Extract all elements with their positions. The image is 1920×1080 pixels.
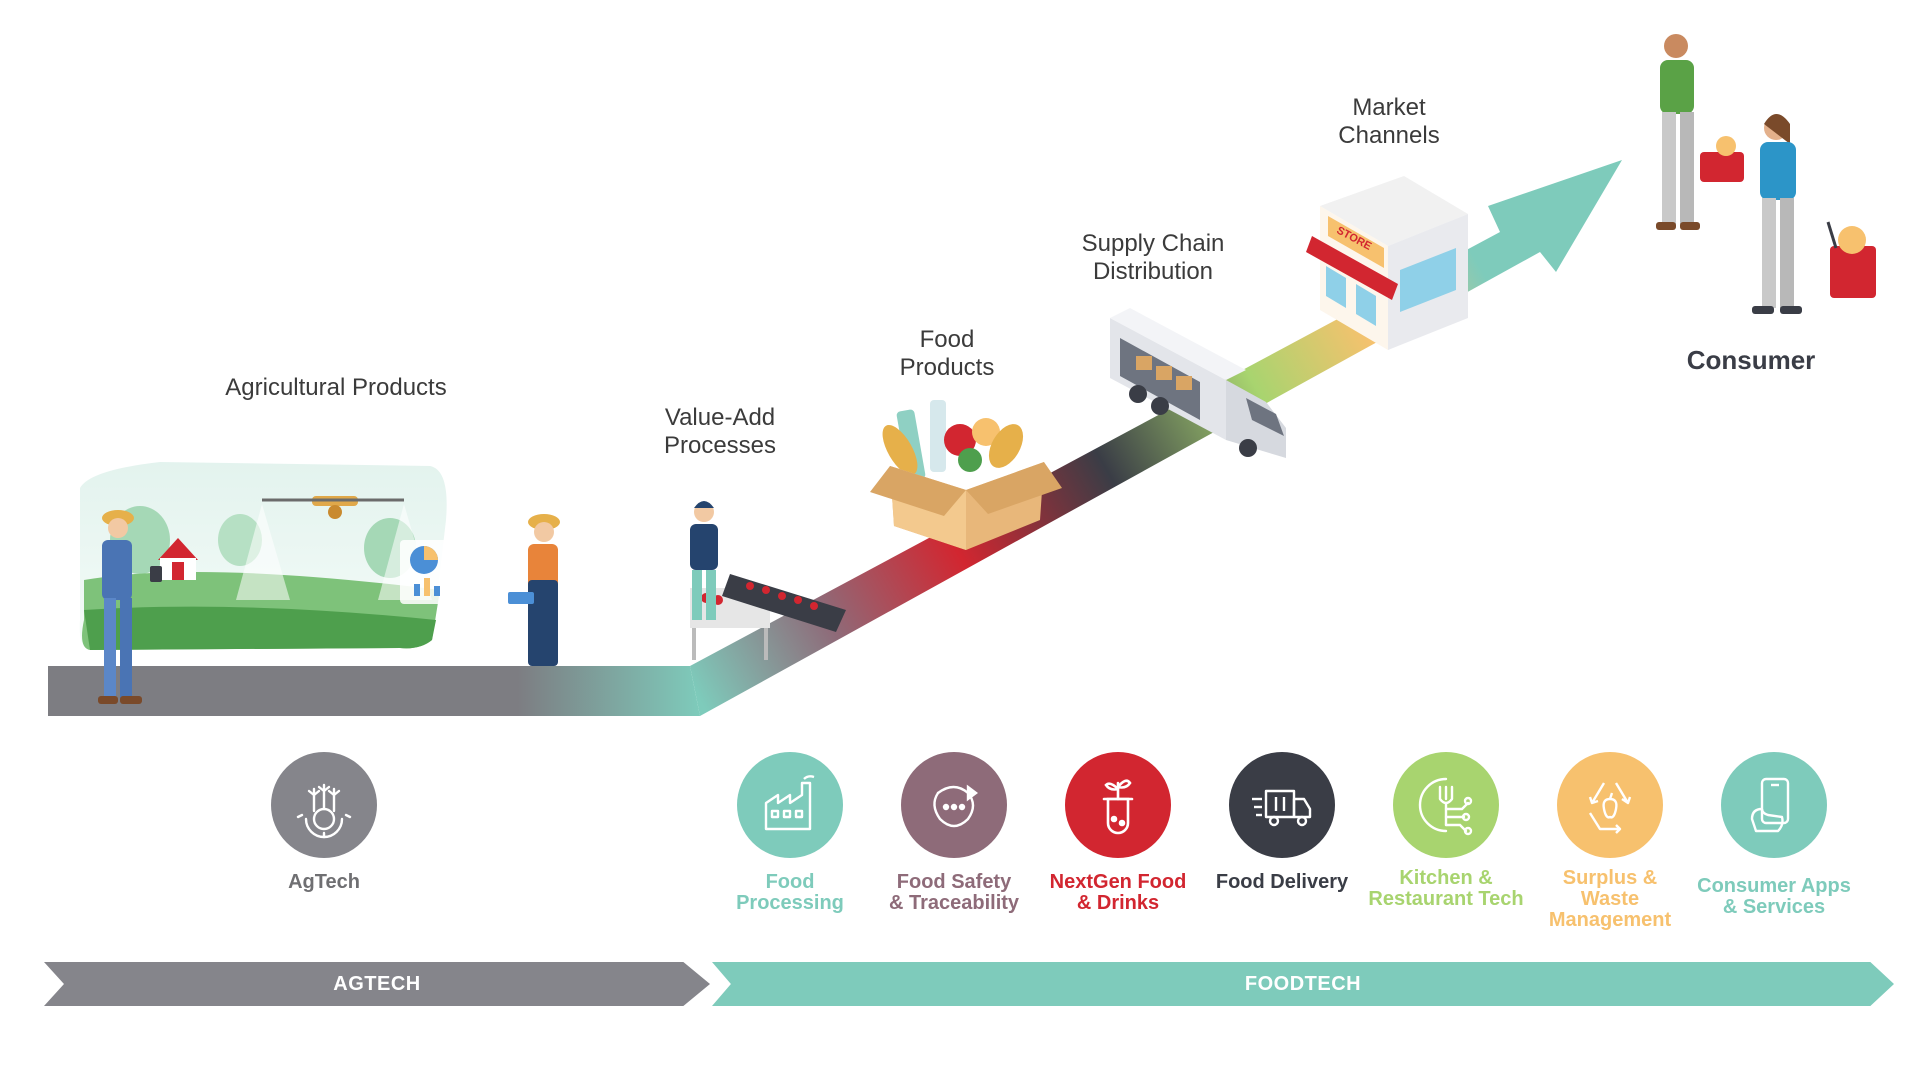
category-label-nextgen-food: NextGen Food & Drinks (1049, 871, 1187, 914)
agtech-band: AGTECH (44, 962, 710, 1006)
category-label-agtech: AgTech (288, 871, 360, 893)
category-label-consumer-apps: Consumer Apps & Services (1697, 875, 1851, 918)
category-agtech: AgTech (234, 752, 414, 893)
stage-label-supply-chain: Supply Chain Distribution (1081, 230, 1225, 285)
stage-label-food-products: Food Products (899, 326, 995, 381)
agtech-road (48, 666, 700, 716)
factory-icon (737, 752, 843, 858)
category-label-surplus-waste: Surplus & Waste Management (1548, 867, 1672, 931)
stage-label-consumer: Consumer (1686, 345, 1816, 375)
category-label-kitchen-tech: Kitchen & Restaurant Tech (1368, 867, 1524, 910)
category-consumer-apps: Consumer Apps & Services (1684, 752, 1864, 918)
category-surplus-waste: Surplus & Waste Management (1520, 752, 1700, 931)
category-label-food-processing: Food Processing (736, 871, 844, 914)
store-illustration: STORE (1306, 176, 1468, 350)
fork-circuit-icon (1393, 752, 1499, 858)
test-tube-sprout-icon (1065, 752, 1171, 858)
truck-illustration (1110, 308, 1286, 458)
traceability-icon (901, 752, 1007, 858)
delivery-truck-icon (1229, 752, 1335, 858)
category-label-food-delivery: Food Delivery (1215, 871, 1349, 893)
category-food-safety: Food Safety & Traceability (864, 752, 1044, 914)
smartphone-hand-icon (1721, 752, 1827, 858)
consumers-illustration (1656, 34, 1876, 314)
processing-illustration (690, 501, 846, 660)
stage-label-market-channels: Market Channels (1338, 94, 1440, 149)
foodtech-band: FOODTECH (712, 962, 1894, 1006)
farm-gear-icon (271, 752, 377, 858)
category-nextgen-food: NextGen Food & Drinks (1028, 752, 1208, 914)
category-food-processing: Food Processing (700, 752, 880, 914)
category-food-delivery: Food Delivery (1192, 752, 1372, 893)
farm-illustration (79, 462, 560, 704)
stage-label-value-add: Value-Add Processes (663, 404, 777, 459)
stage-label-agricultural-products: Agricultural Products (225, 374, 447, 401)
category-label-food-safety: Food Safety & Traceability (888, 871, 1020, 914)
category-kitchen-tech: Kitchen & Restaurant Tech (1356, 752, 1536, 910)
food-box-illustration (870, 400, 1062, 550)
recycle-icon (1557, 752, 1663, 858)
